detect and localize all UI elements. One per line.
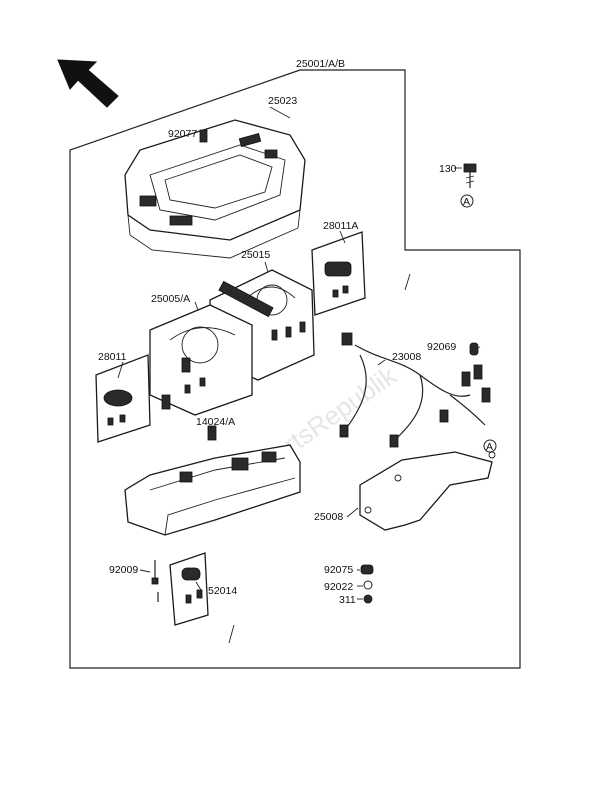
label-25005: 25005/A bbox=[151, 293, 190, 305]
indicator-28011a bbox=[311, 231, 366, 316]
callout-marker-a-2 bbox=[483, 439, 497, 453]
label-92077: 92077 bbox=[168, 128, 197, 140]
label-311: 311 bbox=[339, 594, 356, 606]
lower-case-14024 bbox=[124, 425, 301, 536]
leader-lines bbox=[117, 106, 481, 644]
indicator-28011 bbox=[95, 354, 151, 443]
callout-marker-a-1 bbox=[460, 194, 474, 208]
wiring-harness-23008 bbox=[339, 332, 491, 448]
label-25008: 25008 bbox=[314, 511, 343, 523]
bolt-130 bbox=[463, 163, 477, 188]
label-28011: 28011 bbox=[98, 351, 127, 363]
label-92075: 92075 bbox=[324, 564, 353, 576]
washer-92022 bbox=[363, 580, 373, 590]
socket-52014 bbox=[169, 552, 209, 626]
assembly-boundary bbox=[69, 69, 521, 669]
label-25023: 25023 bbox=[268, 95, 297, 107]
grommet-92075 bbox=[360, 564, 374, 575]
label-92009: 92009 bbox=[109, 564, 138, 576]
label-25001: 25001/A/B bbox=[296, 58, 345, 70]
label-28011a: 28011A bbox=[323, 220, 358, 232]
speedometer-25005 bbox=[149, 304, 253, 416]
direction-arrow-icon bbox=[57, 59, 119, 108]
label-92069: 92069 bbox=[427, 341, 456, 353]
meter-housing bbox=[124, 119, 306, 259]
callout-letter-a-2: A bbox=[486, 441, 493, 453]
label-25015: 25015 bbox=[241, 249, 270, 261]
nut-311 bbox=[363, 594, 373, 604]
label-130: 130 bbox=[439, 163, 457, 175]
bracket-25008 bbox=[359, 451, 496, 531]
callout-letter-a-1: A bbox=[463, 196, 470, 208]
screw-92077 bbox=[199, 129, 208, 143]
label-23008: 23008 bbox=[392, 351, 421, 363]
bulb-92069 bbox=[469, 342, 479, 356]
label-14024: 14024/A bbox=[196, 416, 235, 428]
label-52014: 52014 bbox=[208, 585, 237, 597]
label-92022: 92022 bbox=[324, 581, 353, 593]
screw-92009 bbox=[151, 560, 159, 602]
